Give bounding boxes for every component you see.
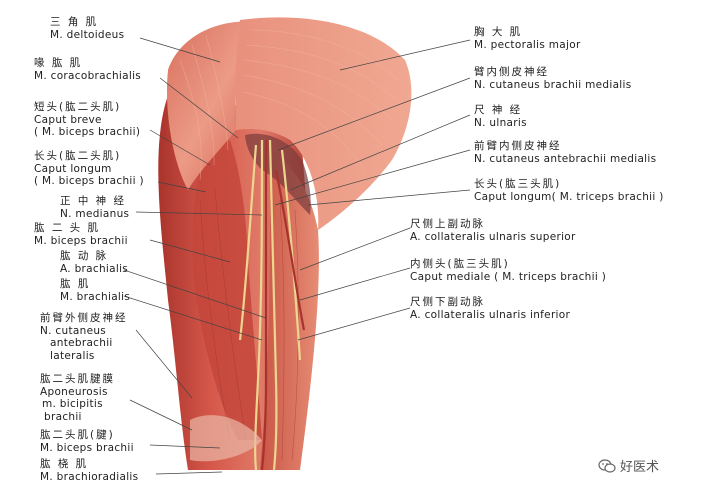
label-zh: 肱 肌 [60, 278, 91, 290]
label-brachioradialis: 肱 桡 肌 M. brachioradialis [40, 458, 138, 483]
label-latin: A. brachialis [60, 262, 129, 275]
pectoralis-muscle [235, 17, 412, 231]
label-zh: 前臂外侧皮神经 [40, 312, 128, 324]
label-latin: M. brachioradialis [40, 470, 139, 483]
label-n-medianus: 正 中 神 经 N. medianus [60, 195, 129, 220]
label-deltoideus: 三 角 肌 M. deltoideus [50, 16, 124, 41]
label-latin: A. collateralis ulnaris inferior [410, 308, 571, 321]
label-latin: N. cutaneus brachii medialis [474, 78, 632, 91]
label-latin: lateralis [50, 349, 95, 362]
aponeurosis [190, 415, 262, 462]
label-biceps-brachii: 肱 二 头 肌 M. biceps brachii [34, 222, 128, 247]
label-zh: 肱 动 脉 [60, 250, 109, 262]
label-latin: N. cutaneus antebrachii medialis [474, 152, 657, 165]
triceps-muscle [260, 150, 319, 470]
label-latin: M. biceps brachii [34, 234, 128, 247]
label-a-collateralis-ulnaris-superior: 尺侧上副动脉 A. collateralis ulnaris superior [410, 218, 576, 243]
label-latin: brachii [44, 410, 82, 423]
label-latin: M. deltoideus [50, 28, 125, 41]
label-zh: 尺侧下副动脉 [410, 296, 485, 308]
label-zh: 喙 肱 肌 [34, 57, 83, 69]
label-a-collateralis-ulnaris-inferior: 尺侧下副动脉 A. collateralis ulnaris inferior [410, 296, 570, 321]
watermark-text: 好医术 [620, 460, 660, 475]
label-biceps-tendon: 肱二头肌(腱) M. biceps brachii [40, 429, 134, 454]
label-latin: M. biceps brachii [40, 441, 134, 454]
wechat-icon [598, 458, 616, 473]
watermark: 好医术 [598, 456, 659, 475]
label-latin: M. brachialis [60, 290, 131, 303]
label-latin: m. bicipitis [42, 398, 103, 410]
label-zh: 尺 神 经 [474, 104, 523, 116]
label-zh: 肱 二 头 肌 [34, 222, 101, 234]
label-caput-mediale-triceps: 内侧头(肱三头肌) Caput mediale ( M. triceps bra… [410, 258, 606, 283]
label-zh: 前臂内侧皮神经 [474, 140, 562, 152]
deltoid-muscle [166, 21, 258, 191]
biceps-belly [192, 140, 262, 440]
label-n-cutaneus-antebrachii-lateralis: 前臂外侧皮神经 N. cutaneus antebrachii laterali… [40, 312, 128, 362]
label-latin: N. medianus [60, 207, 130, 220]
label-zh: 长头(肱三头肌) [474, 178, 562, 190]
label-latin: ( M. biceps brachii ) [34, 175, 144, 187]
label-coracobrachialis: 喙 肱 肌 M. coracobrachialis [34, 57, 141, 82]
label-latin: Caput longum( M. triceps brachii ) [474, 190, 664, 203]
artery-lines [260, 140, 306, 471]
label-caput-longum-triceps: 长头(肱三头肌) Caput longum( M. triceps brachi… [474, 178, 664, 203]
label-zh: 肱二头肌(腱) [40, 429, 115, 441]
label-n-ulnaris: 尺 神 经 N. ulnaris [474, 104, 527, 129]
label-latin: A. collateralis ulnaris superior [410, 230, 576, 243]
label-latin: ( M. biceps brachii) [34, 126, 141, 138]
label-latin: Caput breve [34, 113, 102, 126]
leader-lines [123, 37, 471, 475]
label-zh: 三 角 肌 [50, 16, 99, 28]
label-latin: antebrachii [50, 337, 113, 349]
label-m-brachialis: 肱 肌 M. brachialis [60, 278, 130, 303]
muscle-fibres [179, 29, 399, 181]
label-n-cutaneus-brachii-medialis: 臂内侧皮神经 N. cutaneus brachii medialis [474, 66, 632, 91]
label-latin: M. pectoralis major [474, 38, 581, 51]
label-zh: 长头(肱二头肌) [34, 150, 122, 162]
label-zh: 臂内侧皮神经 [474, 66, 549, 78]
label-latin: Aponeurosis [40, 385, 108, 398]
label-caput-breve: 短头(肱二头肌) Caput breve ( M. biceps brachii… [34, 101, 140, 139]
label-latin: Caput longum [34, 162, 112, 175]
label-zh: 内侧头(肱三头肌) [410, 258, 510, 270]
label-zh: 正 中 神 经 [60, 195, 127, 207]
label-zh: 尺侧上副动脉 [410, 218, 485, 230]
label-latin: M. coracobrachialis [34, 69, 142, 82]
label-zh: 短头(肱二头肌) [34, 101, 122, 113]
label-latin: N. cutaneus [40, 324, 107, 337]
label-latin: N. ulnaris [474, 116, 527, 129]
label-caput-longum-biceps: 长头(肱二头肌) Caput longum ( M. biceps brachi… [34, 150, 144, 188]
label-a-brachialis: 肱 动 脉 A. brachialis [60, 250, 128, 275]
label-zh: 胸 大 肌 [474, 26, 523, 38]
label-latin: Caput mediale ( M. triceps brachii ) [410, 270, 607, 283]
label-aponeurosis: 肱二头肌腱膜 Aponeurosis m. bicipitis brachii [40, 373, 115, 423]
label-zh: 肱 桡 肌 [40, 458, 89, 470]
label-pectoralis-major: 胸 大 肌 M. pectoralis major [474, 26, 581, 51]
label-n-cutaneus-antebrachii-medialis: 前臂内侧皮神经 N. cutaneus antebrachii medialis [474, 140, 656, 165]
label-zh: 肱二头肌腱膜 [40, 373, 115, 385]
